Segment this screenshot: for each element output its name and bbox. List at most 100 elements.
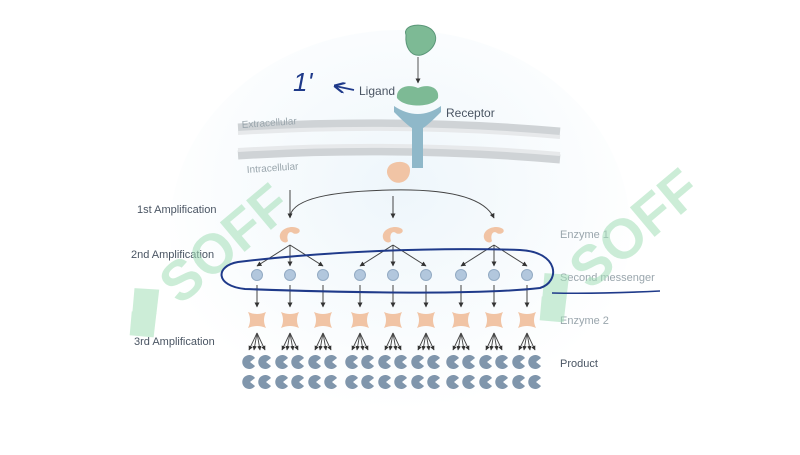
- second-messenger-shape: [488, 269, 500, 281]
- product-shape: [242, 355, 255, 369]
- arrow-enzyme2-to-product: [388, 332, 394, 351]
- enzyme2-shape: [248, 312, 266, 328]
- product-shape: [308, 355, 321, 369]
- arrow-enzyme2-to-product: [351, 332, 361, 351]
- arrow-enzyme2-to-product: [392, 332, 398, 351]
- product-shape: [258, 375, 271, 389]
- product-shape: [291, 375, 304, 389]
- enzyme1-group: [279, 227, 504, 243]
- extracellular-label: Extracellular: [241, 116, 297, 131]
- arrow-enzyme2-to-product: [314, 332, 324, 351]
- arrow-enzyme2-to-product: [493, 332, 503, 351]
- arrow-enzyme2-to-product: [392, 332, 402, 351]
- product-shape: [411, 375, 424, 389]
- second-messenger-shape: [354, 269, 366, 281]
- enzyme1-shape: [382, 227, 403, 243]
- enzyme2-shape: [518, 312, 536, 328]
- third-amplification-label: 3rd Amplification: [134, 336, 215, 348]
- arrow-enzyme2-to-product: [289, 332, 295, 351]
- handwritten-loop-around-messengers: [220, 248, 555, 294]
- second-messenger-group: [251, 269, 533, 281]
- arrow-enzyme2-to-product: [456, 332, 462, 351]
- arrow-enzyme2-to-product: [452, 332, 462, 351]
- product-shape: [446, 355, 459, 369]
- arrow-enzyme2-to-product: [256, 332, 262, 351]
- enzyme2-shape: [452, 312, 470, 328]
- arrow-enzyme2-to-product: [256, 332, 266, 351]
- arrow-enzyme2-to-product: [460, 332, 466, 351]
- enzyme1-shape: [483, 227, 504, 243]
- arrow-enzyme2-to-product: [359, 332, 365, 351]
- product-shape: [291, 355, 304, 369]
- second-messenger-shape: [420, 269, 432, 281]
- handwritten-note: 1': [293, 67, 313, 97]
- enzyme2-shape: [384, 312, 402, 328]
- arrow-enzyme2-to-product: [355, 332, 361, 351]
- arrow-enzyme2-to-product: [285, 332, 291, 351]
- product-shape: [495, 355, 508, 369]
- intracellular-label: Intracellular: [246, 161, 299, 176]
- second-messenger-shape: [284, 269, 296, 281]
- second-messenger-shape: [251, 269, 263, 281]
- product-shape: [462, 375, 475, 390]
- arrow-enzyme2-to-product: [248, 332, 258, 351]
- receptor-shape: [386, 106, 441, 183]
- product-shape: [479, 375, 492, 390]
- second-messenger-label: Second messenger: [560, 272, 655, 284]
- product-group: [242, 355, 541, 390]
- product-shape: [378, 355, 391, 369]
- second-messenger-shape: [455, 269, 467, 281]
- receptor-label: Receptor: [446, 106, 495, 120]
- product-shape: [361, 355, 374, 369]
- product-shape: [411, 355, 424, 369]
- arrow-enzyme2-to-product: [425, 332, 431, 351]
- handwritten-annotations: 1': [220, 67, 661, 295]
- arrow-enzyme2-to-product: [460, 332, 470, 351]
- second-messenger-shape: [521, 269, 533, 281]
- arrow-enzyme2-to-product: [359, 332, 369, 351]
- arrow-enzyme2-to-product: [289, 332, 299, 351]
- product-shape: [345, 375, 358, 389]
- receptor-branch-arrows: [287, 189, 495, 219]
- product-shape: [275, 375, 288, 389]
- product-shape: [427, 355, 440, 369]
- first-amplification-label: 1st Amplification: [137, 204, 216, 216]
- arrow-enzyme2-to-product: [421, 332, 427, 351]
- arrow-enzyme2-to-product: [417, 332, 427, 351]
- product-shape: [324, 375, 337, 389]
- arrow-enzyme2-to-product: [322, 332, 328, 351]
- product-shape: [479, 355, 492, 369]
- product-shape: [345, 355, 358, 369]
- enzyme2-shape: [351, 312, 369, 328]
- arrow-enzyme2-to-product: [518, 332, 528, 351]
- arrow-enzyme2-to-product: [526, 332, 536, 351]
- product-shape: [308, 375, 321, 389]
- ligand-label: Ligand: [359, 84, 395, 98]
- arrow-enzyme2-to-product: [425, 332, 435, 351]
- enzyme2-shape: [485, 312, 503, 328]
- product-shape: [446, 375, 459, 390]
- product-shape: [361, 375, 374, 389]
- arrow-enzyme2-to-product: [281, 332, 291, 351]
- product-shape: [394, 355, 407, 369]
- free-ligand-shape: [405, 24, 437, 56]
- enzyme2-shape: [281, 312, 299, 328]
- second-messenger-shape: [387, 269, 399, 281]
- product-shape: [495, 375, 508, 390]
- enzyme1-shape: [279, 227, 300, 243]
- product-shape: [512, 355, 525, 369]
- product-shape: [242, 375, 255, 389]
- handwritten-underline: [551, 290, 661, 295]
- bound-ligand-shape: [396, 86, 439, 106]
- cell-membrane: [237, 119, 561, 164]
- arrow-enzyme2-to-product: [485, 332, 495, 351]
- arrow-enzyme2-to-product: [384, 332, 394, 351]
- product-shape: [427, 375, 440, 389]
- product-shape: [528, 375, 541, 390]
- second-amplification-label: 2nd Amplification: [131, 249, 214, 261]
- handwritten-arrow: [335, 86, 355, 90]
- arrow-enzyme2-to-product: [522, 332, 528, 351]
- product-shape: [324, 355, 337, 369]
